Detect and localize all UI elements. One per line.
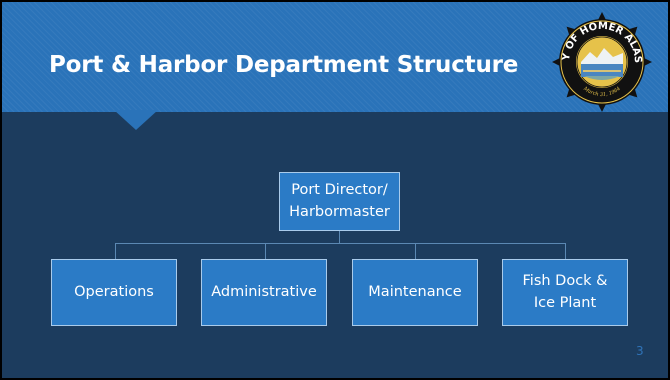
org-node-operations: Operations — [51, 259, 177, 326]
slide-title: Port & Harbor Department Structure — [49, 52, 519, 78]
org-node-label: Port Director/ — [291, 182, 388, 199]
org-node-port-director: Port Director/ Harbormaster — [279, 172, 400, 231]
org-node-maintenance: Maintenance — [352, 259, 478, 326]
org-node-label: Ice Plant — [533, 294, 597, 311]
org-node-label: Fish Dock & — [522, 273, 608, 290]
page-number: 3 — [636, 344, 644, 358]
org-node-label: Administrative — [211, 283, 317, 300]
connector-fish-dock — [565, 243, 566, 259]
seal-mountains — [581, 48, 623, 64]
connector-maintenance — [415, 243, 416, 259]
org-node-label: Operations — [74, 283, 154, 300]
connector-root-trunk — [339, 231, 340, 243]
org-node-label: Harbormaster — [289, 203, 390, 220]
connector-operations — [115, 243, 116, 259]
org-node-fish-dock-ice-plant: Fish Dock & Ice Plant — [502, 259, 628, 326]
banner-pointer — [114, 110, 158, 130]
org-node-label: Maintenance — [368, 283, 462, 300]
connector-administrative — [265, 243, 266, 259]
title-banner — [2, 2, 668, 112]
city-seal-logo: CITY OF HOMER ALASKA March 31, 1964 — [552, 12, 652, 112]
org-node-administrative: Administrative — [201, 259, 327, 326]
connector-bus — [115, 243, 566, 244]
